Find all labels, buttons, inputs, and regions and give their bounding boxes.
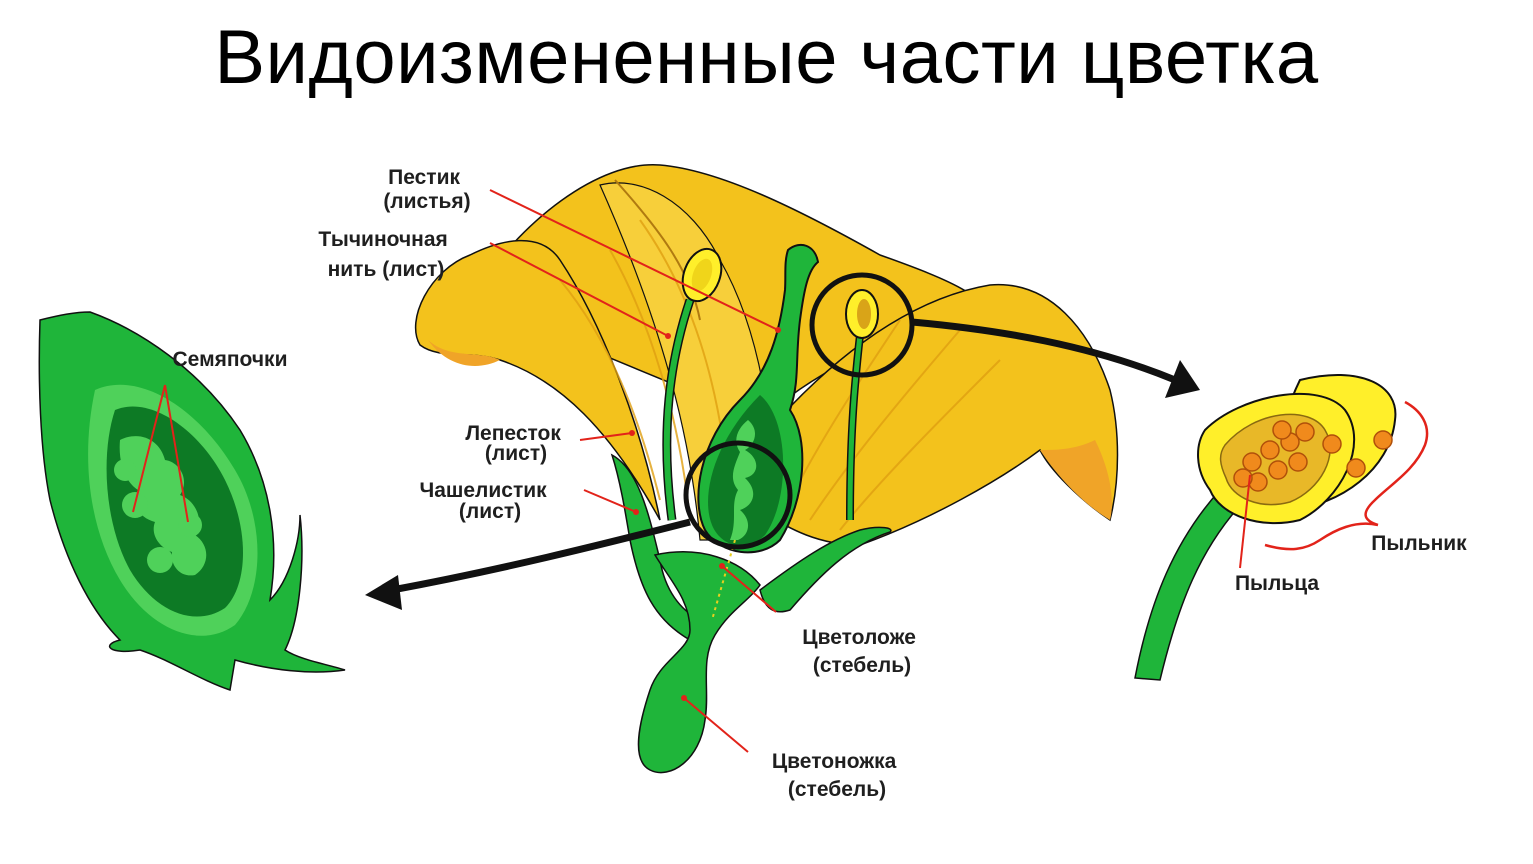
labels: Пестик (листья) Тычиночная нить (лист) С… <box>173 166 1468 801</box>
pedicel <box>637 551 761 774</box>
pollen-grains <box>1233 420 1393 492</box>
arrow-to-anther <box>911 318 1177 384</box>
label-pistil: Пестик (листья) <box>383 166 470 213</box>
label-petal: Лепесток (лист) <box>465 422 566 465</box>
petal-crease <box>614 179 701 321</box>
leader-lines <box>132 189 1251 753</box>
flower <box>414 164 1119 774</box>
anther-bracket <box>1264 400 1429 551</box>
zoom-circle-ovary <box>683 440 793 550</box>
zoom-arrows <box>365 318 1200 610</box>
label-ovules: Семяпочки <box>173 348 288 371</box>
leader-dots <box>629 327 781 701</box>
anther-detail <box>1134 374 1429 681</box>
label-pedicel: Цветоножка (стебель) <box>772 750 902 801</box>
slide-title: Видоизмененные части цветка <box>214 15 1319 100</box>
petal-left <box>414 239 661 521</box>
label-pollen: Пыльца <box>1235 572 1319 595</box>
sepal-right <box>759 526 892 613</box>
petal-right-tip <box>1040 440 1112 520</box>
label-receptacle: Цветоложе (стебель) <box>802 626 921 677</box>
ovary-ovules <box>730 420 757 540</box>
arrow-to-ovary <box>391 518 691 594</box>
label-sepal: Чашелистик (лист) <box>419 479 552 523</box>
label-filament: Тычиночная нить (лист) <box>318 228 453 281</box>
ovary-detail <box>38 311 346 691</box>
petal-left-tip <box>428 340 500 366</box>
label-anther: Пыльник <box>1371 532 1467 555</box>
ovary-detail-ovules <box>114 436 207 576</box>
